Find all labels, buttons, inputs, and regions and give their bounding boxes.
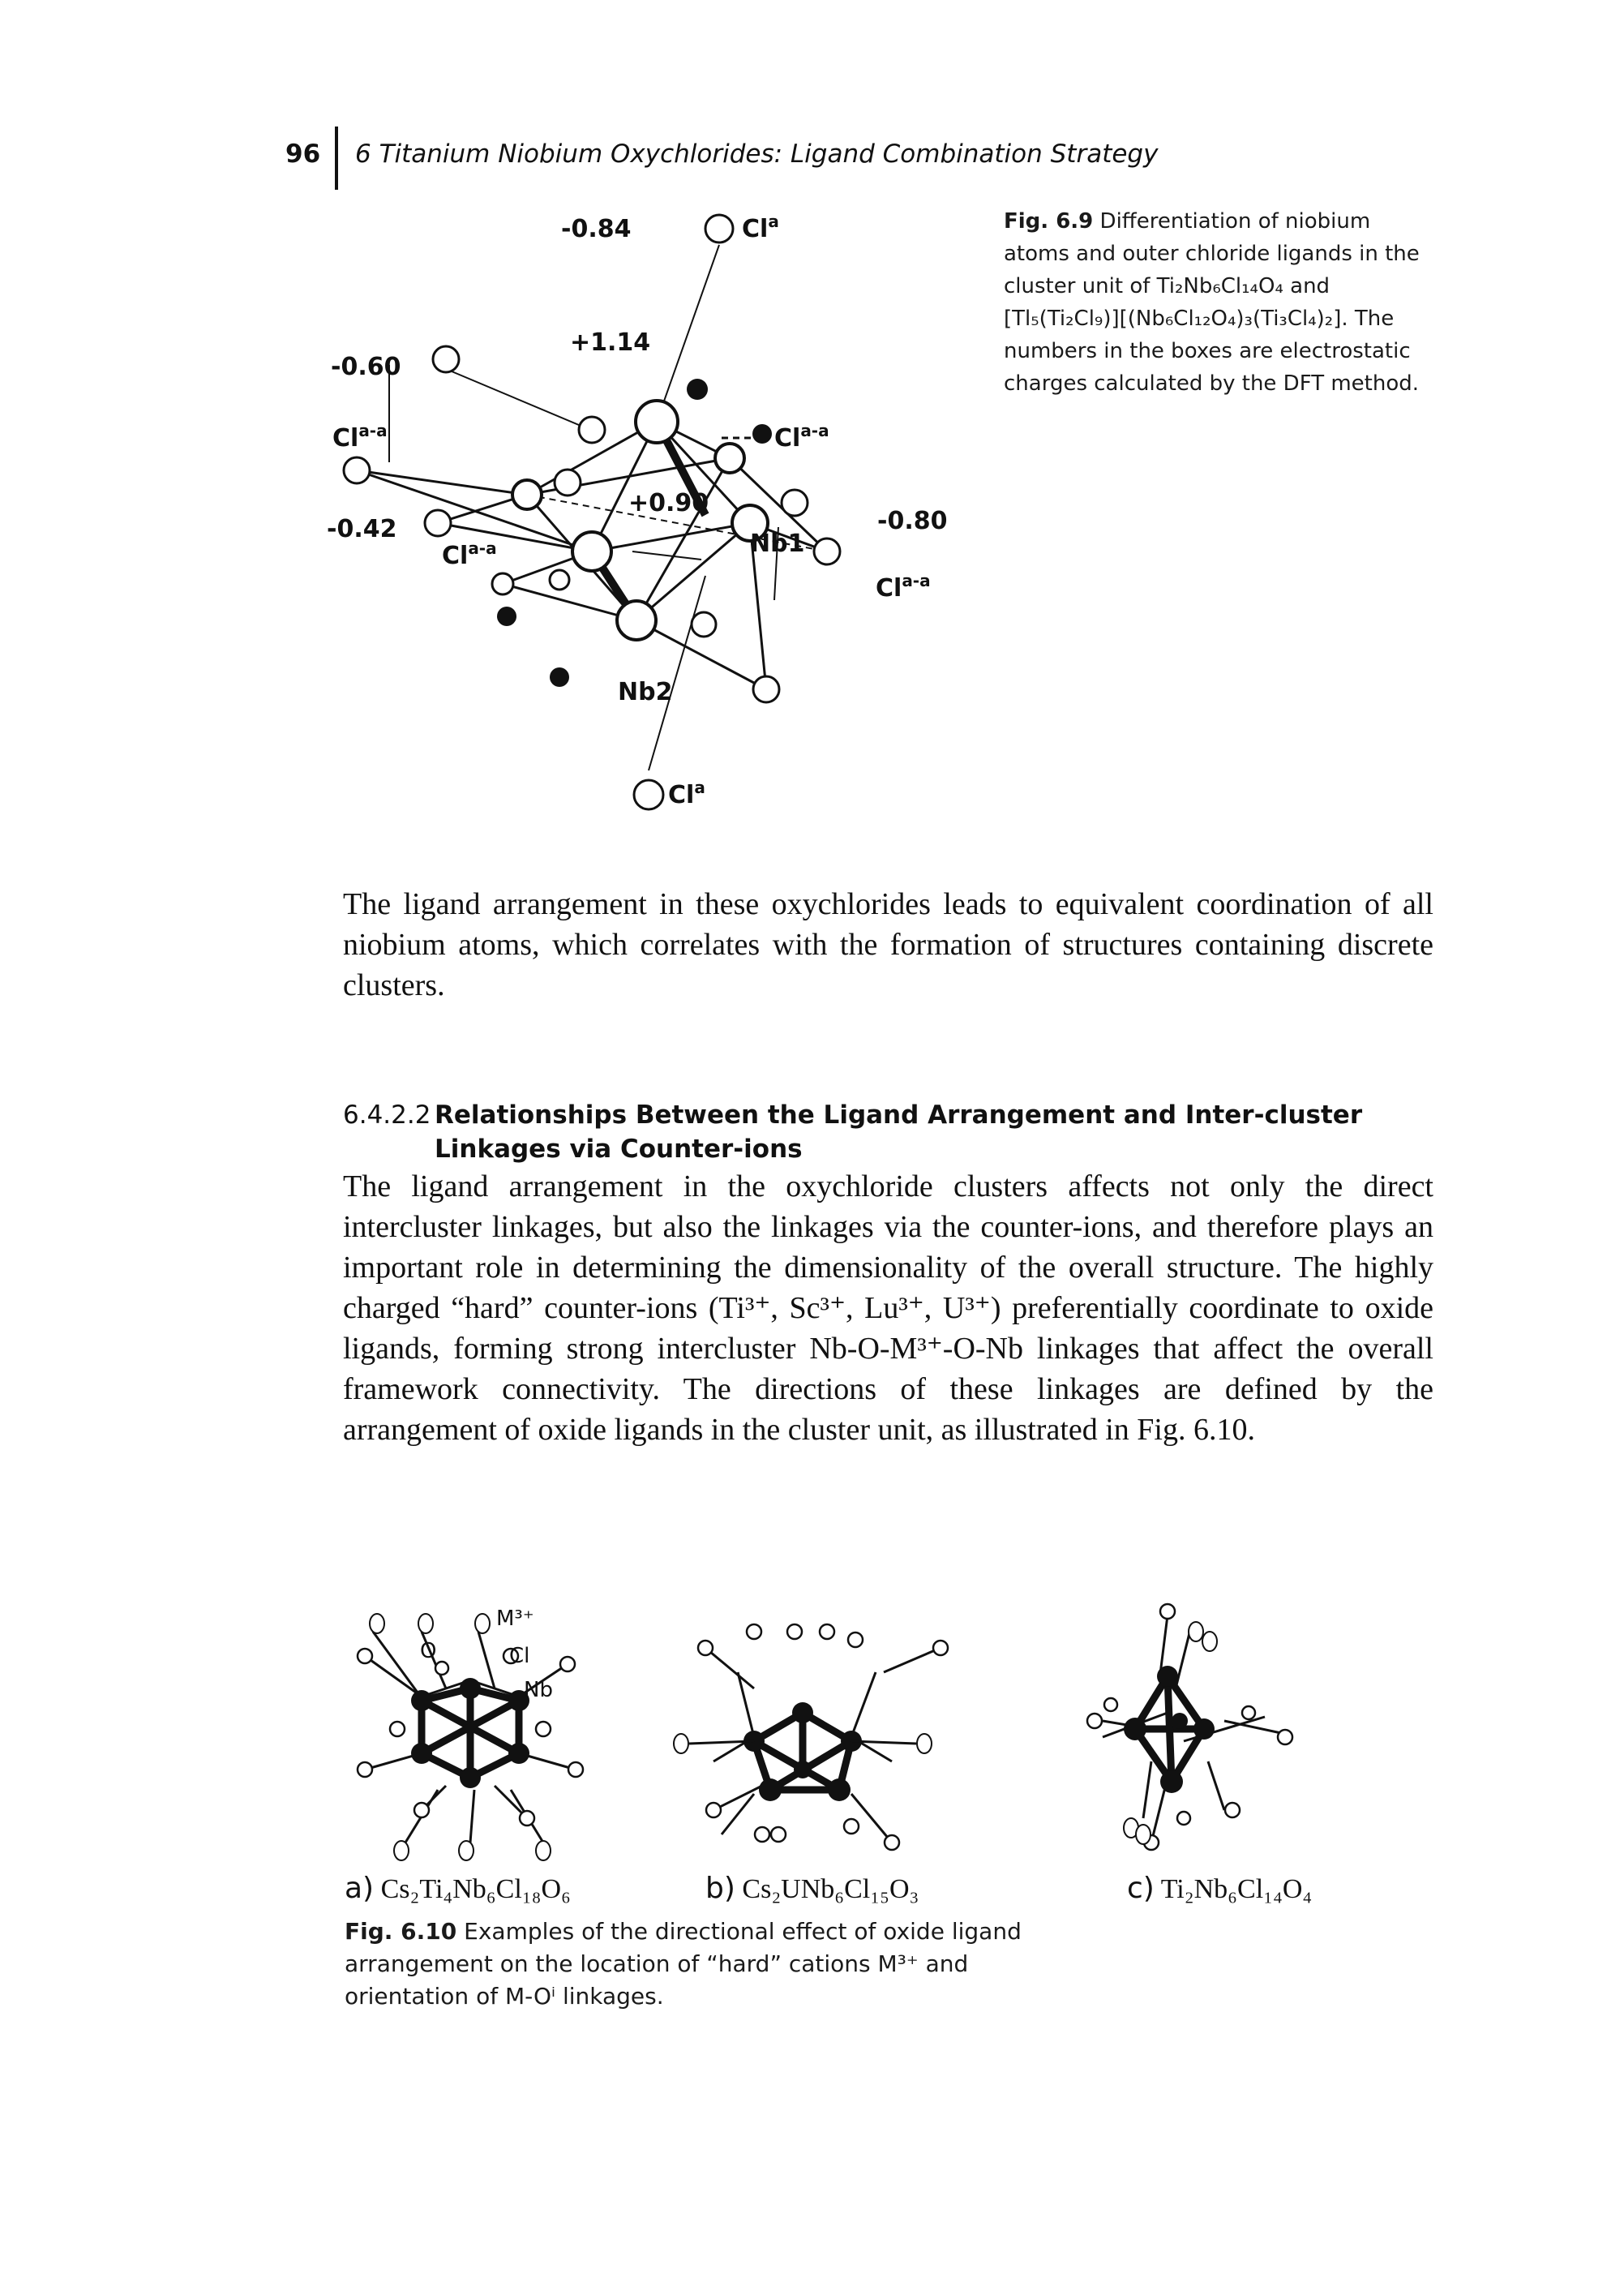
atom-cl-left-top [431,345,461,374]
cl-a-label-bottom: Cla [668,778,705,809]
structure-a: M³⁺ O Cl Nb [356,1607,585,1861]
charge-label-right: -0.80 [877,507,947,535]
structure-c [1086,1602,1294,1851]
cl-atoms-open [342,213,842,811]
header-divider [335,127,338,190]
charge-label-top: -0.84 [561,215,631,243]
legend-nb: Nb [524,1678,553,1702]
nb2-label: Nb2 [618,678,672,706]
section-number: 6.4.2.2 [343,1100,431,1130]
nb-nb-bonds-bold [588,419,709,623]
legend-m3: M³⁺ [496,1607,534,1631]
o-atoms-filled [497,379,772,687]
figure-6-9-number: Fig. 6.9 [1004,209,1094,234]
charge-label-center: +0.90 [628,489,709,517]
figure-6-10-sublabel-b: b) Cs₂UNb₆Cl₁₅O₃ [705,1872,919,1905]
paragraph-2: The ligand arrangement in the oxychlorid… [343,1169,1433,1447]
figure-6-10-sublabel-c: c) Ti₂Nb₆Cl₁₄O₄ [1127,1872,1313,1905]
nb-atoms [511,399,769,641]
charge-label-left-low: -0.42 [327,515,396,543]
figure-6-9-caption-text: Differentiation of niobium atoms and out… [1004,209,1420,396]
legend-o: O [420,1639,436,1663]
figure-6-10-diagrams: M³⁺ O Cl Nb [356,1602,1294,1861]
charge-label-center-top: +1.14 [570,328,650,357]
cl-aa-label-bottom-left: Cla-a [442,538,497,570]
figure-6-10-caption: Fig. 6.10 Examples of the directional ef… [345,1916,1050,2013]
legend-cl: Cl [509,1644,529,1668]
paragraph-1: The ligand arrangement in these oxychlor… [343,887,1433,1002]
cl-aa-label-left: Cla-a [332,421,388,453]
figure-6-9-caption: Fig. 6.9 Differentiation of niobium atom… [1004,205,1433,400]
figure-6-10-number: Fig. 6.10 [345,1918,457,1945]
cl-aa-label-right: Cla-a [774,421,829,453]
page-number: 96 [285,139,321,169]
structure-b [673,1623,949,1851]
charge-label-left: -0.60 [331,353,401,381]
atom-cl-top [704,213,735,244]
cl-aa-label-bottom-right: Cla-a [876,571,931,603]
cl-a-label-top: Cla [742,212,779,243]
figure-6-9-cluster-diagram: -0.84 Cla -0.60 +1.14 Cla-a Cla-a +0.90 … [327,212,947,811]
running-title: 6 Titanium Niobium Oxychlorides: Ligand … [355,139,1159,169]
figure-6-10-caption-text: Examples of the directional effect of ox… [345,1918,1022,2010]
nb1-label: Nb1 [750,530,804,558]
section-title: Relationships Between the Ligand Arrange… [435,1100,1363,1164]
leader-lines [388,244,779,771]
figure-6-10-sublabel-a: a) Cs₂Ti₄Nb₆Cl₁₈O₆ [345,1872,571,1905]
